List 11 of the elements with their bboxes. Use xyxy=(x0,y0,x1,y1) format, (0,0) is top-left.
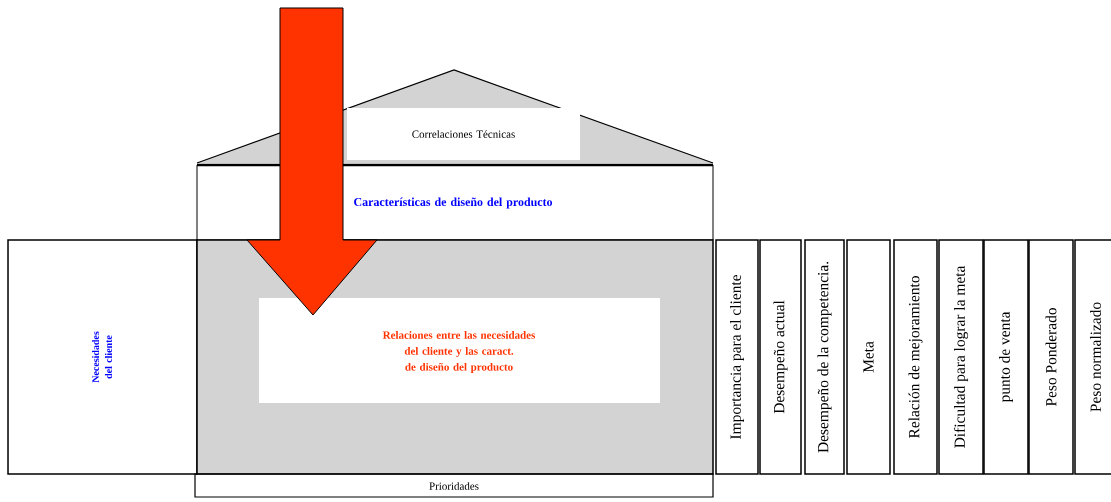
column-box: punto de venta xyxy=(983,239,1029,475)
column-box: Desempeño de la competencia. xyxy=(804,239,845,475)
column-box: Dificultad para lograr la meta xyxy=(938,239,984,475)
matrix-box: Relaciones entre las necesidades del cliente y las caract. de diseño del producto xyxy=(196,239,714,475)
column-box: Importancia para el cliente xyxy=(715,239,759,475)
column-box: Peso Ponderado xyxy=(1028,239,1074,475)
column-box: Desempeño actual xyxy=(759,239,802,475)
priorities-box: Prioridades xyxy=(194,473,714,498)
column-box: Meta xyxy=(846,239,891,475)
column-box: Peso normalizado xyxy=(1074,239,1111,475)
column-box: Relación de mejoramiento xyxy=(893,239,938,475)
